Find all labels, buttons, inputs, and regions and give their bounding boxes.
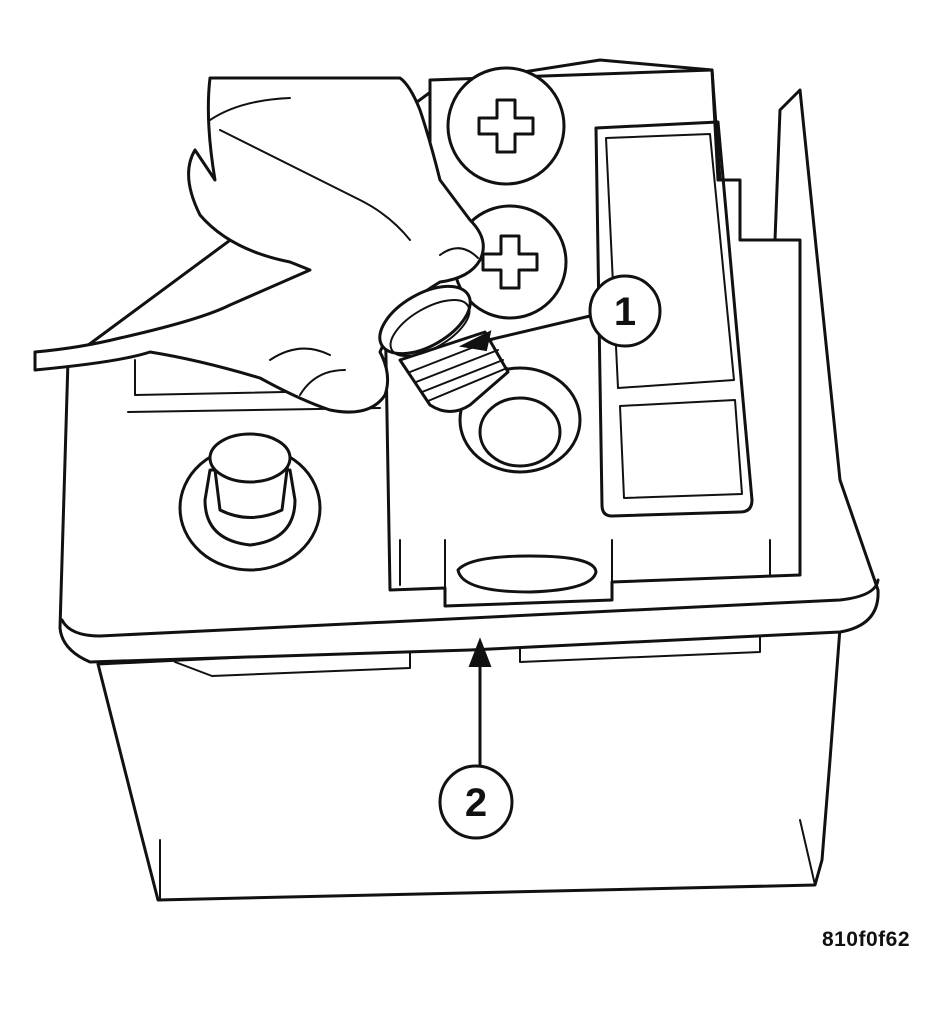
- terminal-post-top: [208, 432, 292, 484]
- finger-nail: [439, 247, 479, 259]
- polarity-circle-top: [446, 66, 566, 186]
- terminal-post: [178, 432, 322, 572]
- finger-crease-1: [219, 129, 411, 241]
- callout-1-leader: [478, 314, 592, 344]
- vent-opening: [458, 366, 582, 474]
- callout-1-arrowhead-icon: [458, 330, 492, 352]
- case-lip-notch-right: [519, 631, 761, 663]
- callout-2: 2: [438, 637, 514, 840]
- hand-outline: [33, 76, 485, 414]
- vent-housing: [383, 68, 802, 608]
- callout-1-label: 1: [614, 290, 636, 334]
- figure-code: 810f0f62: [821, 928, 910, 951]
- battery-case-inner-edge: [159, 819, 816, 901]
- polarity-marks: [446, 66, 568, 320]
- front-tab: [456, 554, 598, 594]
- label-panel-inner-bottom: [619, 399, 743, 499]
- plus-sign-top-icon: [477, 98, 535, 154]
- hand: [33, 76, 485, 414]
- callout-1-circle: [588, 274, 662, 348]
- vent-cap-flange-ring: [389, 299, 471, 357]
- vent-housing-inner-line: [399, 539, 771, 589]
- callout-2-arrowhead-icon: [468, 637, 492, 667]
- top-cover-front-edge: [60, 578, 880, 638]
- vent-cap: [378, 284, 510, 413]
- vent-cap-flange: [378, 284, 472, 356]
- battery-case-body: [96, 626, 842, 902]
- case-lip-notch-left: [174, 651, 411, 677]
- callout-2-circle: [438, 764, 514, 840]
- battery-case: [96, 626, 842, 902]
- callout-1: 1: [458, 274, 662, 352]
- label-panel-outer: [594, 120, 754, 518]
- callout-2-label: 2: [465, 781, 487, 825]
- vent-hole: [478, 396, 562, 468]
- finger-crease-3: [269, 347, 346, 396]
- vent-cap-threads: [409, 339, 508, 402]
- finger-crease-2: [209, 97, 291, 121]
